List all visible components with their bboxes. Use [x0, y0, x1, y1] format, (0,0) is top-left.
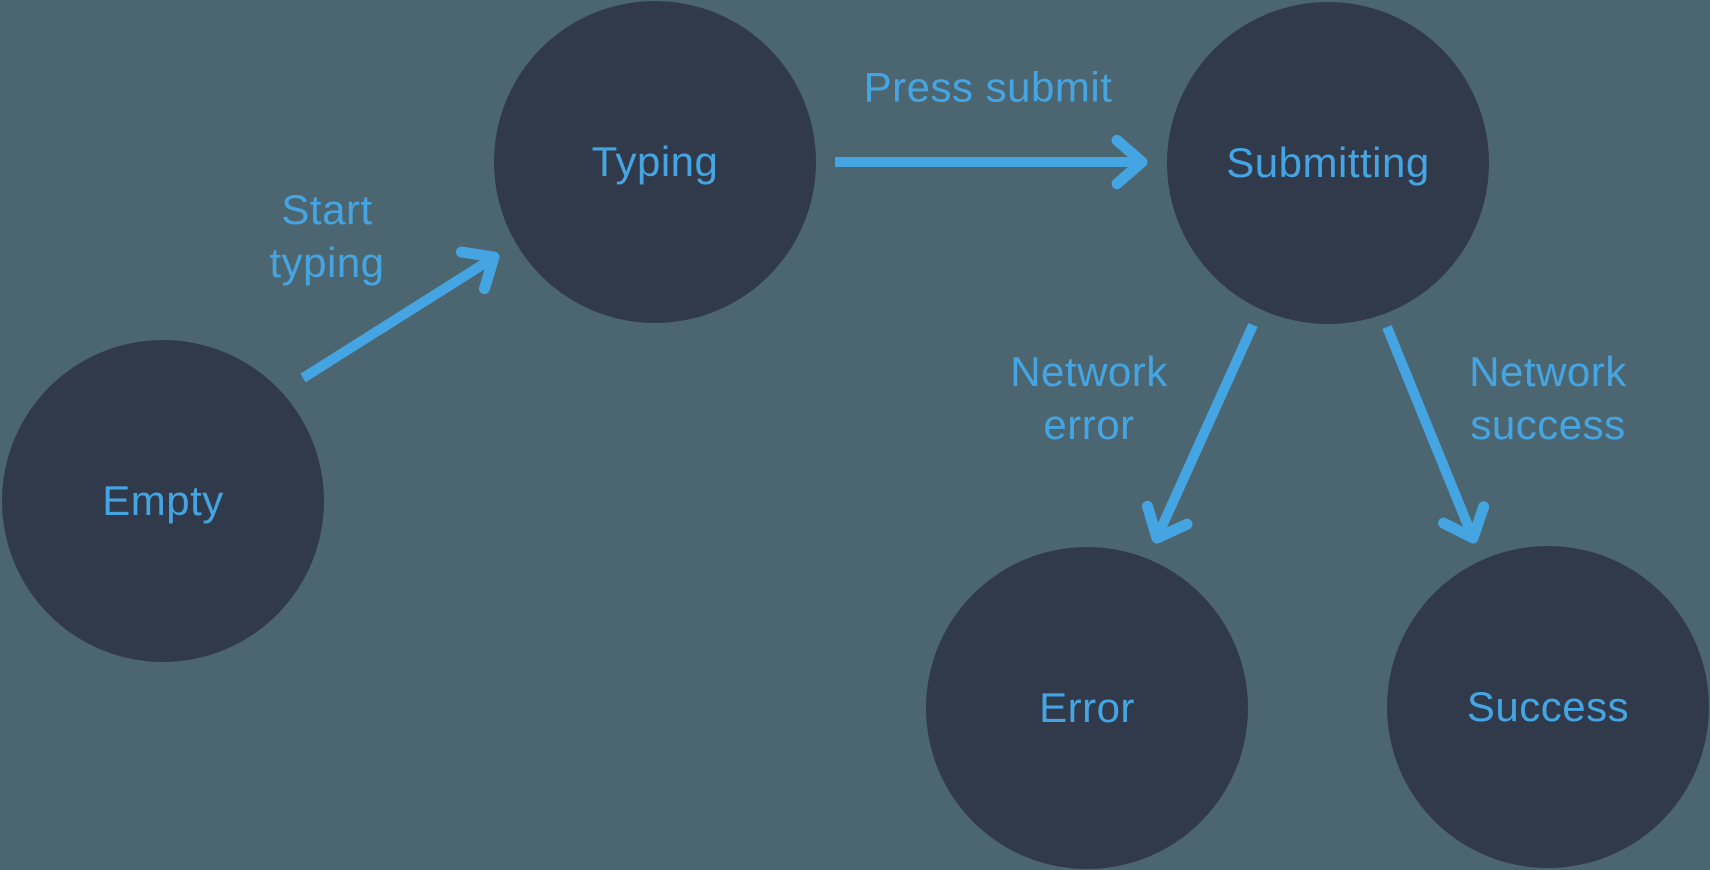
state-node-typing: Typing — [494, 1, 816, 323]
transition-label-network-success: Network success — [1469, 345, 1627, 451]
state-node-submitting: Submitting — [1167, 2, 1489, 324]
arrow-network-error-shaft — [1154, 322, 1258, 536]
transition-label-line: Press submit — [863, 63, 1113, 111]
arrow-press-submit-head-icon — [1111, 134, 1148, 190]
transition-label-line: Start — [281, 186, 373, 233]
arrow-network-success-shaft — [1382, 325, 1476, 535]
arrow-start-typing-head-icon — [455, 246, 500, 295]
state-label-typing: Typing — [591, 138, 719, 185]
state-label-success: Success — [1466, 683, 1630, 730]
state-label-error: Error — [1039, 684, 1135, 731]
transition-label-start-typing: Start typing — [269, 183, 384, 289]
state-label-empty: Empty — [102, 477, 224, 524]
arrow-network-success — [1382, 325, 1490, 544]
arrow-start-typing — [300, 246, 500, 383]
transition-label-line: typing — [269, 239, 385, 286]
state-node-success: Success — [1387, 546, 1709, 868]
arrow-press-submit — [835, 134, 1148, 190]
transition-label-press-submit: Press submit — [864, 61, 1113, 114]
state-node-empty: Empty — [2, 340, 324, 662]
transition-label-line: Network — [1469, 348, 1627, 395]
state-node-error: Error — [926, 547, 1248, 869]
state-label-submitting: Submitting — [1226, 139, 1430, 186]
arrow-network-error — [1142, 322, 1258, 544]
transition-label-line: Network — [1010, 348, 1168, 395]
transition-label-line: success — [1470, 401, 1626, 448]
arrow-network-error-head-icon — [1142, 500, 1193, 544]
arrow-network-success-head-icon — [1438, 501, 1490, 544]
arrow-start-typing-shaft — [300, 255, 493, 383]
transition-label-line: error — [1043, 401, 1135, 448]
transition-label-network-error: Network error — [1010, 345, 1168, 451]
